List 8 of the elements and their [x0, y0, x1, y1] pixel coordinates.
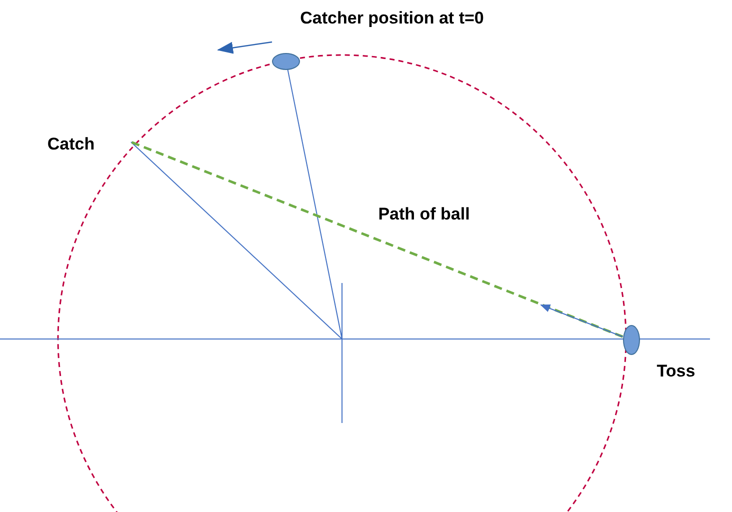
- point-label: Toss: [656, 360, 696, 382]
- line: [130, 140, 624, 338]
- line: [287, 68, 342, 340]
- point-label: Catch: [47, 133, 95, 156]
- ellipse-marker: [272, 52, 300, 70]
- ellipse-marker: [622, 325, 640, 355]
- point-label: Catcher position at t=0: [300, 7, 484, 30]
- arrow: [540, 304, 624, 338]
